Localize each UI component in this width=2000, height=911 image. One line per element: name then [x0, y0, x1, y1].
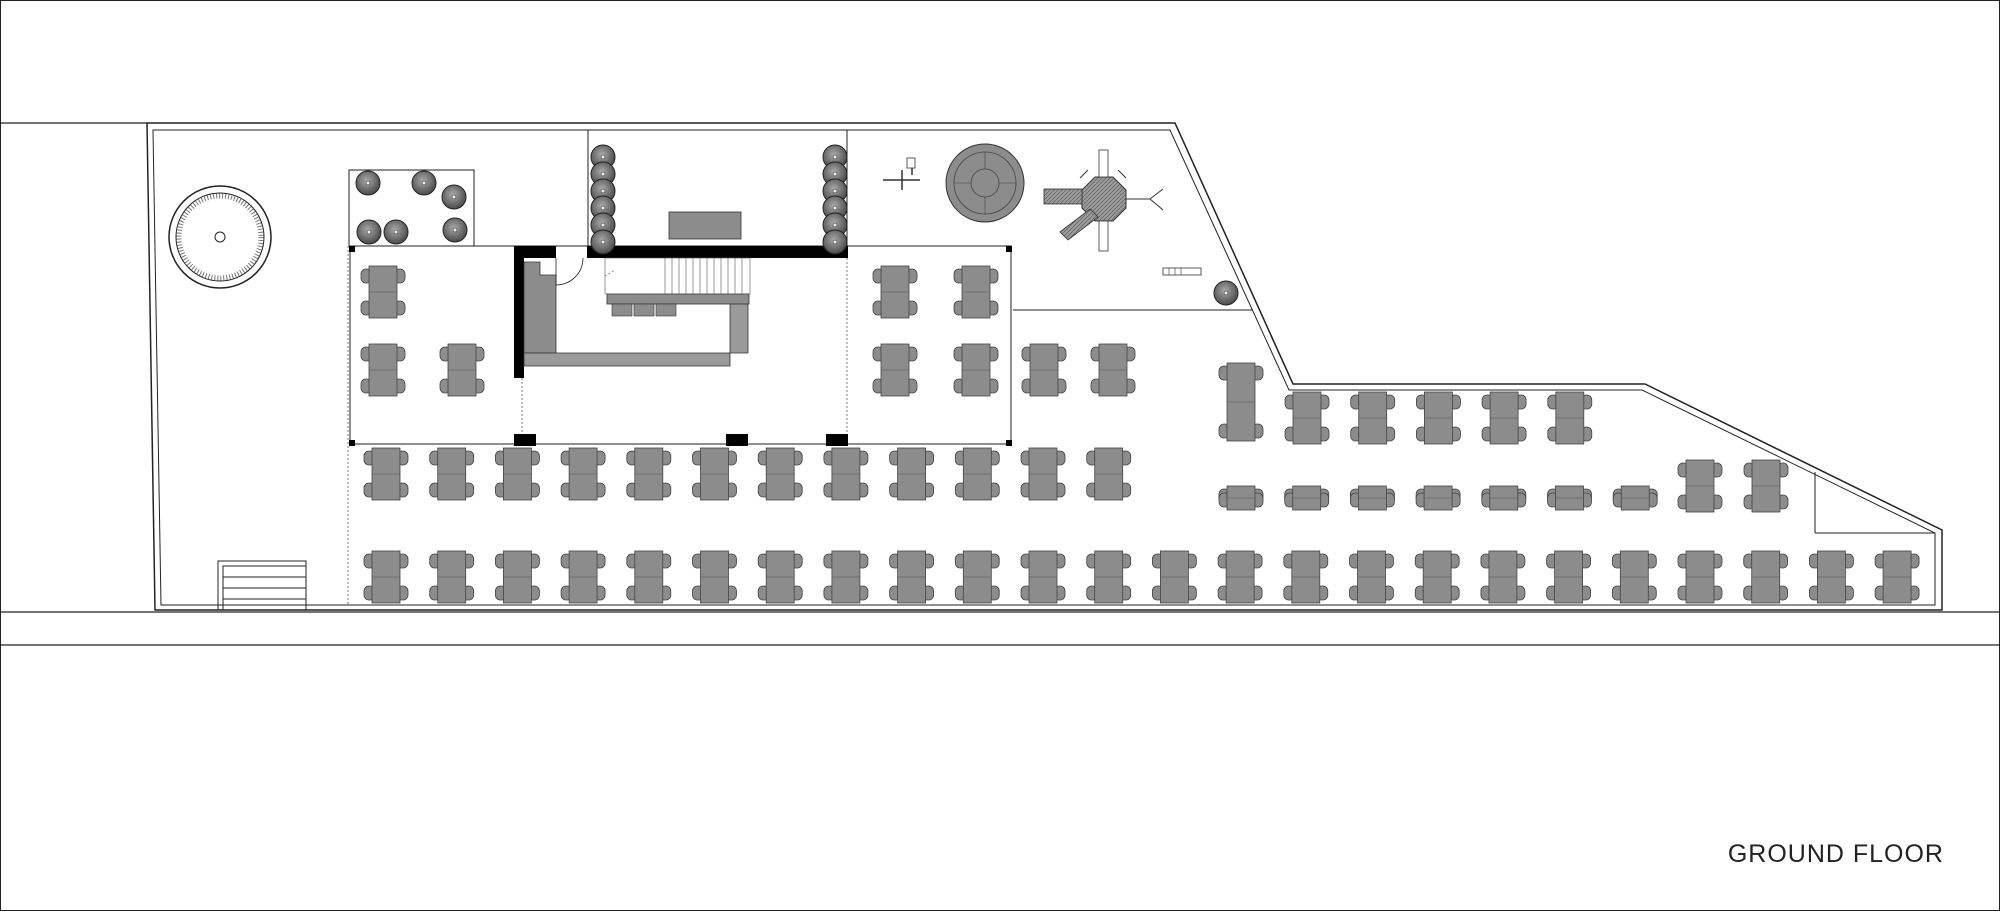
planter-icon: [822, 144, 848, 170]
planter-icon: [355, 170, 381, 196]
table-set-icon: [1284, 391, 1330, 445]
table-set-icon: [1547, 485, 1592, 511]
table-set-icon: [1021, 343, 1067, 397]
planter-icon: [356, 219, 382, 245]
table-set-icon: [363, 447, 409, 501]
planter-icon: [822, 229, 848, 255]
table-set-icon: [889, 550, 934, 604]
table-set-icon: [1283, 550, 1329, 604]
table-set-icon: [954, 447, 1000, 501]
table-set-icon: [1284, 485, 1330, 511]
stair-icon: [604, 257, 751, 295]
table-set-icon: [823, 447, 869, 501]
table-set-icon: [823, 550, 869, 604]
table-set-icon: [560, 550, 606, 604]
table-set-icon: [439, 343, 485, 397]
table-set-icon: [1086, 447, 1132, 501]
table-set-icon: [1086, 550, 1132, 604]
table-set-icon: [1743, 550, 1789, 604]
playground-icon: [883, 143, 1202, 276]
table-set-icon: [1414, 550, 1460, 604]
table-set-icon: [1677, 459, 1723, 513]
table-set-icon: [1152, 550, 1197, 604]
table-set-icon: [1809, 550, 1854, 604]
table-set-icon: [1611, 550, 1657, 604]
table-set-icon: [1090, 343, 1136, 397]
table-set-icon: [1480, 550, 1526, 604]
planter-icon: [1213, 280, 1239, 306]
planter-icon: [411, 170, 437, 196]
planter-icon: [590, 229, 616, 255]
table-set-icon: [889, 447, 934, 501]
table-sets: [360, 265, 1920, 604]
drawing-title: GROUND FLOOR: [1727, 840, 1944, 868]
table-set-icon: [363, 550, 409, 604]
planter-icon: [383, 219, 409, 245]
walls: [349, 246, 1012, 446]
table-set-icon: [872, 343, 918, 397]
table-set-icon: [953, 265, 999, 319]
table-set-icon: [1547, 391, 1593, 445]
planter-icon: [590, 161, 616, 187]
table-set-icon: [954, 550, 1000, 604]
table-set-icon: [1350, 485, 1395, 511]
table-set-icon: [692, 447, 737, 501]
table-set-icon: [953, 343, 999, 397]
bench: [668, 211, 742, 240]
table-set-icon: [1218, 485, 1264, 511]
planters: [355, 144, 1239, 306]
site-boundary-inner: [152, 129, 1936, 606]
table-set-icon: [429, 550, 475, 604]
table-set-icon: [1350, 391, 1396, 445]
round-fountain-icon: [168, 185, 272, 289]
table-set-icon: [494, 447, 540, 501]
table-set-icon: [1415, 485, 1461, 511]
table-set-icon: [692, 550, 737, 604]
table-set-icon: [1481, 391, 1527, 445]
table-set-icon: [1416, 391, 1461, 445]
table-set-icon: [1481, 485, 1527, 511]
table-set-icon: [1218, 362, 1264, 442]
table-set-icon: [1874, 550, 1920, 604]
bar-counter-icon: [523, 257, 750, 367]
table-set-icon: [360, 343, 406, 397]
table-set-icon: [757, 550, 803, 604]
planter-icon: [442, 217, 468, 243]
table-set-icon: [1020, 550, 1066, 604]
table-set-icon: [1546, 550, 1591, 604]
table-set-icon: [626, 447, 672, 501]
planter-icon: [590, 144, 616, 170]
table-set-icon: [757, 447, 803, 501]
planter-icon: [822, 178, 848, 204]
table-set-icon: [1743, 459, 1789, 513]
planter-icon: [441, 184, 467, 210]
table-set-icon: [494, 550, 540, 604]
table-set-icon: [429, 447, 475, 501]
table-set-icon: [1217, 550, 1263, 604]
table-set-icon: [1349, 550, 1394, 604]
table-set-icon: [360, 265, 406, 319]
table-set-icon: [872, 265, 918, 319]
site-boundary-outer: [146, 122, 1943, 611]
table-set-icon: [626, 550, 672, 604]
table-set-icon: [1677, 550, 1723, 604]
planter-icon: [822, 195, 848, 221]
entrance-steps-icon: [217, 560, 307, 611]
table-set-icon: [1612, 485, 1658, 511]
table-set-icon: [560, 447, 606, 501]
table-set-icon: [1020, 447, 1066, 501]
planter-icon: [590, 195, 616, 221]
